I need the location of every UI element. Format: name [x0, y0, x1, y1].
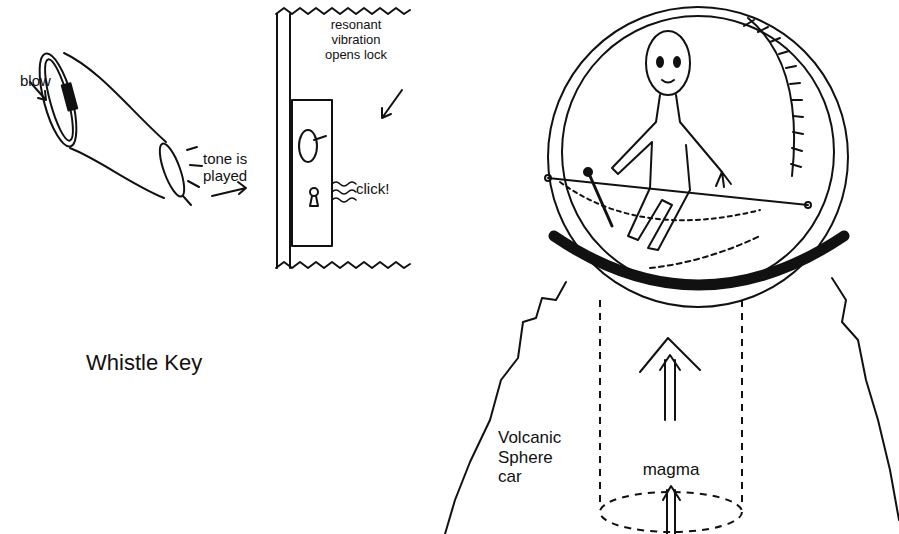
- door-break-line: [276, 262, 410, 268]
- alien-mouth: [662, 80, 674, 83]
- control-lever: [590, 176, 612, 226]
- keyhole: [310, 196, 318, 206]
- sphere-inner: [562, 16, 834, 288]
- door-edge: [277, 14, 290, 268]
- alien-head: [646, 31, 690, 95]
- magma-arrow: [660, 355, 680, 420]
- conduit-outline: [596, 300, 746, 534]
- magma-arrow: [663, 486, 680, 534]
- door-break-line: [276, 8, 410, 14]
- whistle-slot: [62, 83, 77, 110]
- node-label: magma: [596, 460, 746, 480]
- lock-plate: [292, 100, 332, 246]
- volcano-slope: [832, 278, 899, 520]
- alien-body: [612, 95, 722, 190]
- whistle-body: [70, 148, 164, 198]
- keyhole: [310, 188, 318, 196]
- whistle-body: [64, 53, 166, 142]
- alien-hand: [716, 172, 731, 187]
- volcano-slope: [445, 282, 566, 534]
- lock-dial: [299, 130, 317, 162]
- vibration-lines: [332, 182, 356, 202]
- sketch-title: Whistle Key: [86, 350, 246, 375]
- seam-stitches: [744, 20, 803, 167]
- sphere-seam: [650, 236, 760, 268]
- sketch-title: Volcanic Sphere car: [498, 428, 574, 487]
- alien-eye: [657, 57, 663, 67]
- whistle-end: [155, 141, 189, 199]
- whistle-mouth: [32, 50, 84, 150]
- magma-conduit: magma: [596, 300, 746, 534]
- lever-knob: [584, 168, 592, 176]
- callout-note: resonant vibration opens lock: [316, 18, 396, 63]
- sound-label: click!: [356, 180, 406, 197]
- sphere-collar: [554, 236, 844, 285]
- conduit-base: [600, 492, 742, 532]
- floor-pivot: [805, 202, 811, 208]
- sphere-floor: [548, 178, 808, 205]
- action-note: tone is played: [203, 150, 265, 185]
- floor-pivot: [545, 175, 551, 181]
- sphere-shell: [548, 7, 848, 307]
- floor-outline: [560, 182, 760, 220]
- lock-pin: [314, 136, 326, 140]
- action-note: blow: [20, 72, 70, 89]
- sound-lines: [183, 147, 202, 205]
- callout-arrow: [382, 90, 402, 118]
- alien-eye: [674, 57, 680, 67]
